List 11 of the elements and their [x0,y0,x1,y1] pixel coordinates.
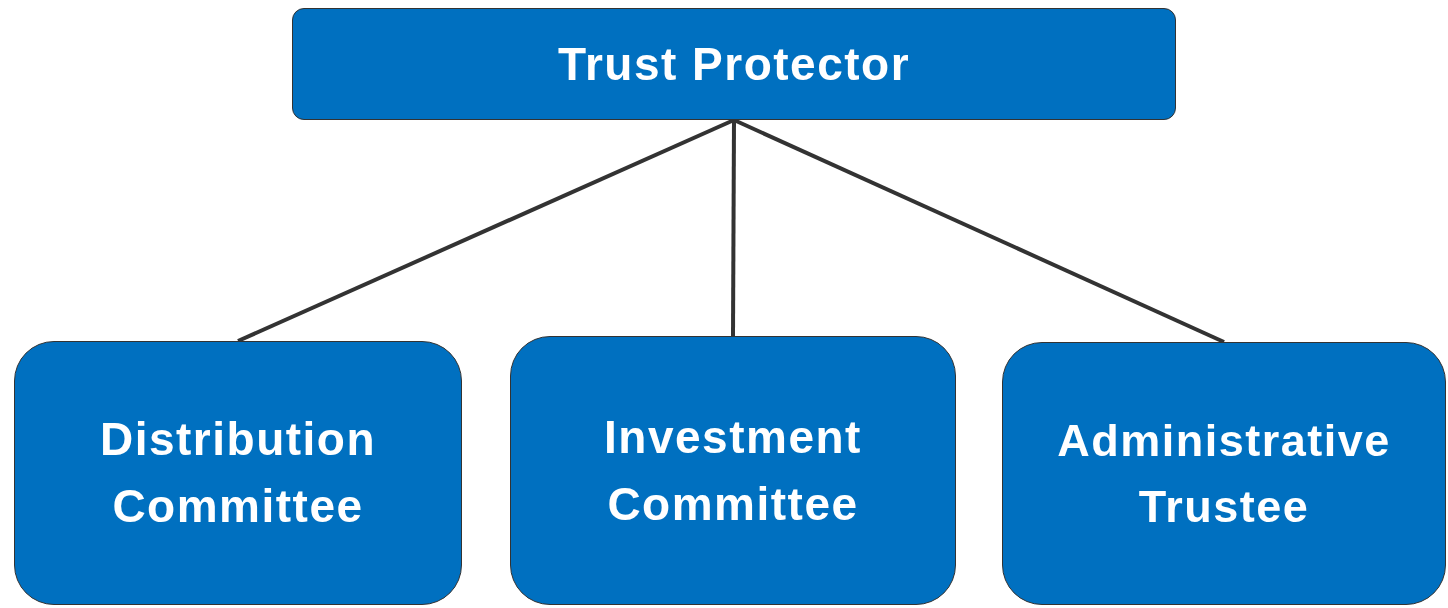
node-label: Distribution Committee [98,412,378,534]
title-box [292,8,1176,120]
committee-box [1002,342,1446,605]
connector-line [733,118,1225,344]
node-label: Administrative Trustee [1056,414,1392,534]
node-label: Investment Committee [603,409,863,532]
node-label: Trust Protector [557,36,911,92]
committee-box [510,336,956,605]
connector-line [731,120,736,336]
committee-box [14,341,462,605]
connector-line [237,118,735,343]
